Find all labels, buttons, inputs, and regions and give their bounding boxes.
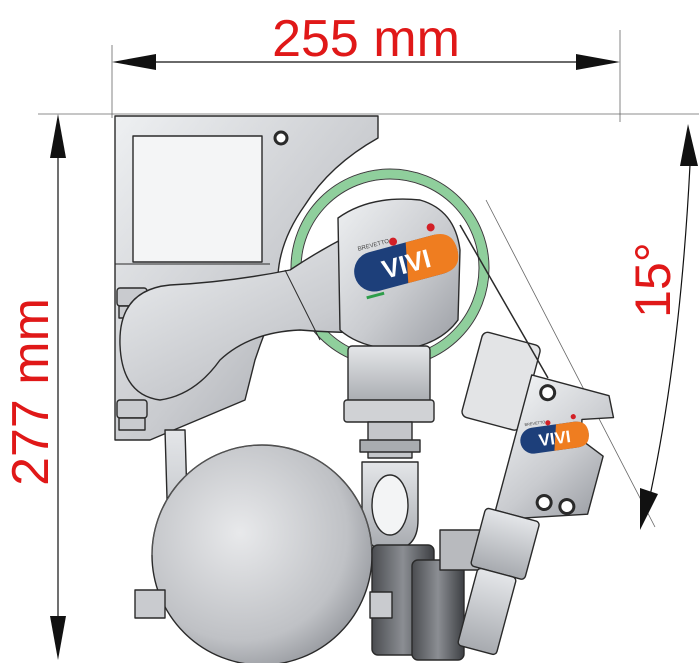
arrowhead-icon [50,114,66,158]
width-dimension: 255 mm [112,10,620,70]
brand-logo: VIVI BREVETTO [354,223,459,300]
lower-cylinders [134,529,483,661]
coupling-assembly [114,115,615,663]
eye-hole [371,474,409,536]
arrowhead-icon [576,54,620,70]
extension-lines [38,30,699,528]
arrowhead-icon [640,488,658,530]
brand-logo-small-text-main: VIVI [538,427,572,450]
brand-logo-small: VIVI BREVETTO [520,414,589,454]
angle-arc [647,164,691,506]
tension-cable [459,224,549,379]
arrowhead-icon [112,54,156,70]
height-label: 277 mm [2,298,60,486]
plate-window [132,135,263,263]
plate-hole [273,130,289,146]
large-disc [151,444,373,663]
angle-dimension: 15° [625,124,698,530]
arrowhead-icon [680,124,698,166]
width-label: 255 mm [272,10,460,68]
height-dimension: 277 mm [2,114,66,660]
angle-label: 15° [625,242,681,318]
hub-bearing [347,345,431,405]
brand-logo-small-caption: BREVETTO [524,419,545,427]
arrowhead-icon [50,616,66,660]
